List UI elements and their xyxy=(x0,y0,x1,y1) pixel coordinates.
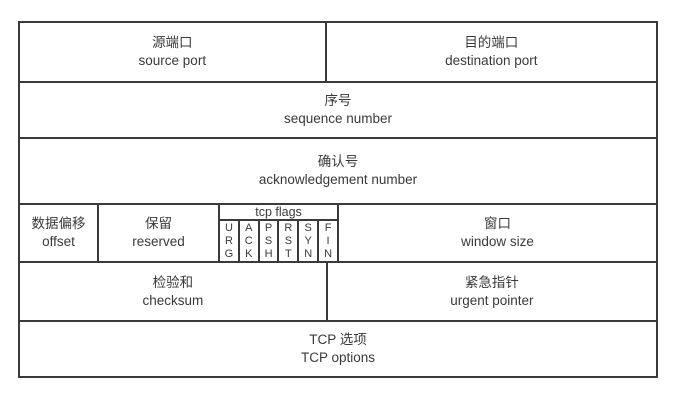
flag-urg: U R G xyxy=(220,221,238,261)
window-size-label-zh: 窗口 xyxy=(484,216,511,231)
reserved-label-zh: 保留 xyxy=(145,216,172,231)
flag-fin-letter: I xyxy=(326,234,330,247)
flag-rst-letter: T xyxy=(285,247,292,260)
cell-sequence-number: 序号 sequence number xyxy=(20,83,656,137)
row-checksum-urgent: 检验和 checksum 紧急指针 urgent pointer xyxy=(20,261,656,320)
data-offset-label-en: offset xyxy=(42,234,75,249)
source-port-label-en: source port xyxy=(138,53,207,68)
row-sequence-number: 序号 sequence number xyxy=(20,81,656,137)
sequence-number-label-zh: 序号 xyxy=(324,93,352,108)
flag-syn-letter: Y xyxy=(304,234,312,247)
flag-rst-letter: S xyxy=(284,234,293,247)
urgent-pointer-label-zh: 紧急指针 xyxy=(464,274,519,290)
flag-fin-letter: F xyxy=(324,221,332,234)
tcp-options-label-en: TCP options xyxy=(300,350,376,365)
flag-rst: R S T xyxy=(277,221,297,261)
acknowledgement-number-label-zh: 确认号 xyxy=(317,154,359,169)
cell-checksum: 检验和 checksum xyxy=(20,263,326,320)
flag-psh-letter: P xyxy=(264,221,273,234)
flag-psh: P S H xyxy=(257,221,278,261)
destination-port-label-en: destination port xyxy=(445,53,538,68)
row-ports: 源端口 source port 目的端口 destination port xyxy=(20,23,656,81)
cell-data-offset: 数据偏移 offset xyxy=(20,205,97,261)
reserved-label-en: reserved xyxy=(132,234,185,249)
tcp-flags-header-label: tcp flags xyxy=(220,205,337,221)
cell-tcp-options: TCP 选项 TCP options xyxy=(20,322,656,376)
sequence-number-label-en: sequence number xyxy=(283,111,393,126)
tcp-flags-body: U R G A C K P S H R xyxy=(220,221,337,261)
tcp-header-table: 源端口 source port 目的端口 destination port 序号… xyxy=(18,21,658,378)
cell-tcp-flags: tcp flags U R G A C K P S H xyxy=(218,205,337,261)
flag-fin-letter: N xyxy=(324,247,333,260)
urgent-pointer-label-en: urgent pointer xyxy=(450,292,534,308)
flag-urg-letter: U xyxy=(224,221,233,234)
cell-acknowledgement-number: 确认号 acknowledgement number xyxy=(20,139,656,203)
flag-syn-letter: N xyxy=(304,247,313,260)
cell-reserved: 保留 reserved xyxy=(97,205,218,261)
flag-syn-letter: S xyxy=(304,221,312,234)
row-acknowledgement-number: 确认号 acknowledgement number xyxy=(20,137,656,203)
row-tcp-options: TCP 选项 TCP options xyxy=(20,320,656,376)
flag-ack-letter: K xyxy=(245,247,253,260)
source-port-label-zh: 源端口 xyxy=(152,35,193,50)
checksum-label-en: checksum xyxy=(142,292,204,308)
flag-ack-letter: C xyxy=(244,234,253,247)
cell-source-port: 源端口 source port xyxy=(20,23,325,81)
flag-fin: F I N xyxy=(317,221,337,261)
destination-port-label-zh: 目的端口 xyxy=(464,35,519,50)
window-size-label-en: window size xyxy=(461,234,534,249)
acknowledgement-number-label-en: acknowledgement number xyxy=(258,172,418,187)
data-offset-label-zh: 数据偏移 xyxy=(31,216,86,231)
flag-ack-letter: A xyxy=(245,221,253,234)
row-offset-flags-window: 数据偏移 offset 保留 reserved tcp flags U R G … xyxy=(20,203,656,261)
checksum-label-zh: 检验和 xyxy=(152,274,194,290)
flag-psh-letter: H xyxy=(264,247,273,260)
cell-window-size: 窗口 window size xyxy=(337,205,656,261)
tcp-options-label-zh: TCP 选项 xyxy=(309,332,367,347)
cell-urgent-pointer: 紧急指针 urgent pointer xyxy=(325,263,656,320)
flag-urg-letter: R xyxy=(224,234,233,247)
flag-syn: S Y N xyxy=(297,221,317,261)
flag-ack: A C K xyxy=(237,221,258,261)
cell-destination-port: 目的端口 destination port xyxy=(324,23,656,81)
flag-urg-letter: G xyxy=(224,247,234,260)
flag-rst-letter: R xyxy=(284,221,293,234)
flag-psh-letter: S xyxy=(264,234,273,247)
